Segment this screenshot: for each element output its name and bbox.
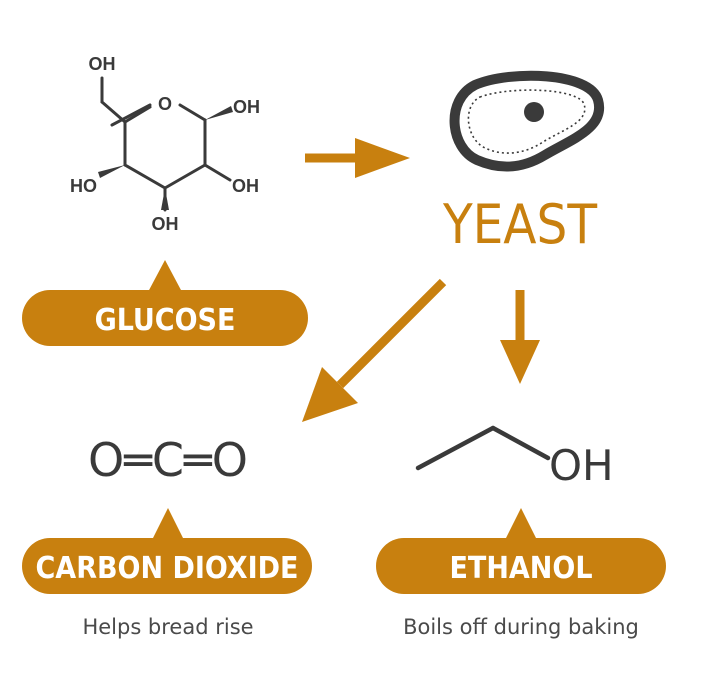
yeast-cell-icon — [449, 70, 605, 172]
ethanol-caption: Boils off during baking — [403, 615, 639, 639]
glucose-pointer — [148, 260, 182, 292]
carbon-dioxide-pill — [22, 538, 312, 594]
atom-oh-lower-right: OH — [232, 176, 259, 196]
carbon-dioxide-formula: O═C═O — [88, 433, 248, 487]
glucose-pill — [22, 290, 308, 346]
arrow-to-yeast — [305, 138, 410, 178]
atom-ho-left: HO — [70, 176, 97, 196]
atom-oh-bottom: OH — [152, 214, 179, 234]
ethanol-label: ETHANOL — [449, 551, 592, 586]
ethanol-pointer — [505, 508, 537, 540]
atom-ring-o: O — [158, 94, 172, 114]
arrow-to-ethanol — [500, 290, 540, 384]
ethanol-skeleton — [415, 425, 551, 471]
carbon-dioxide-pointer — [152, 508, 184, 540]
ethanol-oh: OH — [549, 441, 614, 490]
glucose-label: GLUCOSE — [95, 303, 236, 338]
yeast-label: YEAST — [442, 193, 597, 256]
carbon-dioxide-caption: Helps bread rise — [82, 615, 253, 639]
ethanol-pill — [376, 538, 666, 594]
arrow-to-carbon-dioxide — [302, 278, 447, 422]
wedge-bond — [161, 188, 169, 210]
atom-oh-right: OH — [233, 97, 260, 117]
wedge-bond — [205, 106, 233, 120]
carbon-dioxide-label: CARBON DIOXIDE — [36, 551, 299, 586]
wedge-bond — [98, 165, 125, 178]
atom-oh-top: OH — [89, 54, 116, 74]
